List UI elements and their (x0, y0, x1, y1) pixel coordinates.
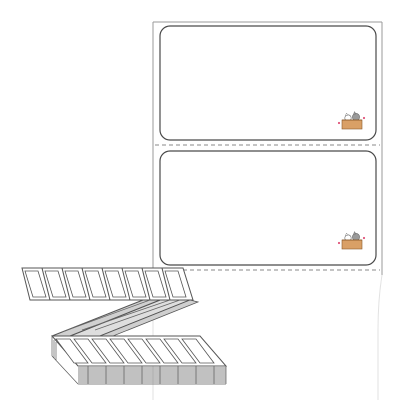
label-1-outline (159, 25, 377, 141)
fanfold-top-row (21, 267, 194, 301)
liner-continuation-right (377, 274, 383, 400)
label-1 (159, 25, 377, 141)
cat-in-box-icon (341, 111, 363, 130)
heart-icon (337, 116, 366, 125)
fanfold-middle-fold (51, 299, 200, 339)
heart-icon (337, 236, 366, 245)
fanfold-stack (21, 267, 228, 385)
label-2-outline (159, 150, 377, 266)
fanfold-stack-layers (51, 336, 227, 385)
cat-in-box-icon (341, 231, 363, 250)
fanfold-bottom-row (50, 335, 228, 367)
label-2 (159, 150, 377, 266)
